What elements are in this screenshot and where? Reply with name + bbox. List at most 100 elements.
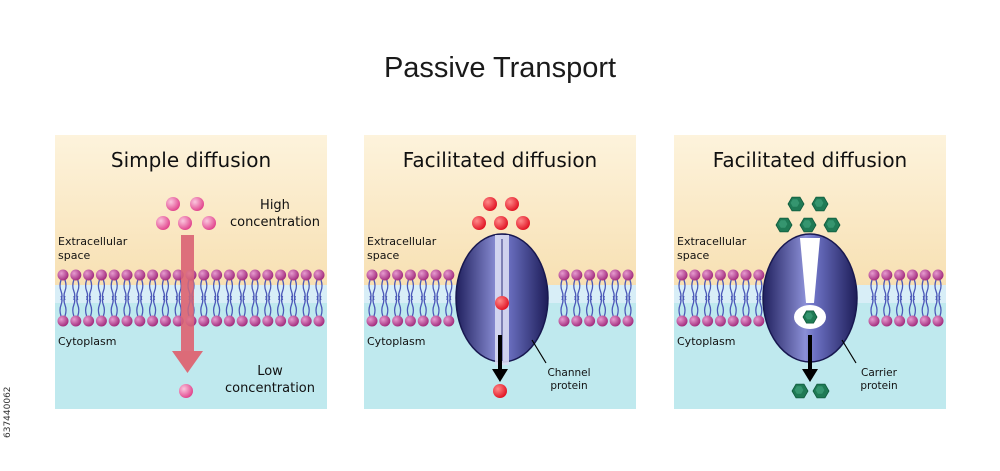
lipid-tail [908,295,913,317]
lipid-head [584,315,596,327]
lipid-head [894,315,906,327]
lipid-head [83,269,95,281]
lipid-head [95,315,107,327]
lipid-tail [114,295,118,317]
lipid-head [932,315,944,327]
lipid-tail [212,295,217,317]
lipid-tail [216,295,221,317]
lipid-tail [560,295,564,317]
lipid-head [919,269,931,281]
lipid-tail [729,295,733,317]
lipid-head [753,269,765,281]
molecule-shine [815,386,825,394]
label-pointer [841,339,857,364]
lipid-tail [302,295,306,317]
lipid-tail [148,295,153,317]
lipid-tail [432,295,436,317]
lipid-tail [393,295,398,317]
lipid-tail [289,295,294,317]
lipid-head [172,315,184,327]
lipid-tail [564,295,568,317]
lipid-tail [59,295,63,317]
carrier-protein-label: Carrier protein [860,367,898,392]
lipid-tail [276,295,281,317]
lipid-head [609,315,621,327]
lipid-head [262,269,274,281]
molecule [472,216,486,230]
lipid-tail [733,295,737,317]
lipid-head [262,315,274,327]
lipid-head [159,315,171,327]
lipid-tail [615,295,619,317]
panel-simple-diffusion: Simple diffusion Extracellular space Cyt… [55,135,327,409]
lipid-tail [624,295,628,317]
lipid-tail [242,295,246,317]
panel-facilitated-channel: Facilitated diffusion Extracellular spac… [364,135,636,409]
lipid-head [881,315,893,327]
lipid-tail [921,295,925,317]
lipid-tail [84,295,89,317]
lipid-tail [678,295,682,317]
lipid-tail [419,295,423,317]
lipid-tail [887,295,891,317]
lipid-tail [123,295,127,317]
lipid-tail [899,295,904,317]
lipid-head [558,315,570,327]
lipid-tail [695,295,699,317]
lipid-head [430,315,442,327]
lipid-tail [759,295,763,317]
molecule [179,384,193,398]
lipid-tail [255,295,259,317]
lipid-tail [381,295,385,317]
extracellular-label: Extracellular space [58,235,128,262]
lipid-tail [598,295,603,317]
lipid-head [108,269,120,281]
lipid-head [223,315,235,327]
lipid-tail [703,295,708,317]
lipid-tail [101,295,106,317]
lipid-head [70,269,82,281]
lipid-tail [238,295,242,317]
lipid-head [622,315,634,327]
transport-arrow-head [802,369,818,382]
extracellular-label: Extracellular space [367,235,437,262]
panel-graphic [55,135,327,409]
lipid-head [211,315,223,327]
lipid-tail [691,295,695,317]
lipid-tail [368,295,372,317]
lipid-tail [293,295,298,317]
lipid-tail [161,295,166,317]
lipid-tail [410,295,415,317]
lipid-tail [152,295,157,317]
lipid-head [881,269,893,281]
extracellular-label: Extracellular space [677,235,747,262]
lipid-head [430,269,442,281]
lipid-tail [628,295,632,317]
molecule [166,197,180,211]
lipid-head [392,315,404,327]
lipid-head [275,269,287,281]
molecule [493,384,507,398]
molecule [178,216,192,230]
lipid-head [147,269,159,281]
lipid-tail [874,295,878,317]
lipid-head [868,315,880,327]
lipid-tail [200,295,204,317]
stock-id-text: 637440062 [3,386,13,438]
lipid-tail [602,295,607,317]
diffusion-arrow-head [172,351,203,373]
lipid-tail [136,295,140,317]
lipid-tail [611,295,615,317]
lipid-tail [385,295,389,317]
cytoplasm-label: Cytoplasm [677,335,736,348]
lipid-head [134,315,146,327]
lipid-tail [707,295,712,317]
lipid-head [236,269,248,281]
lipid-head [300,315,312,327]
lipid-tail [165,295,170,317]
molecule-shine [790,199,800,207]
lipid-head [727,269,739,281]
panel-heading: Facilitated diffusion [402,148,598,172]
lipid-tail [742,295,746,317]
lipid-head [287,269,299,281]
